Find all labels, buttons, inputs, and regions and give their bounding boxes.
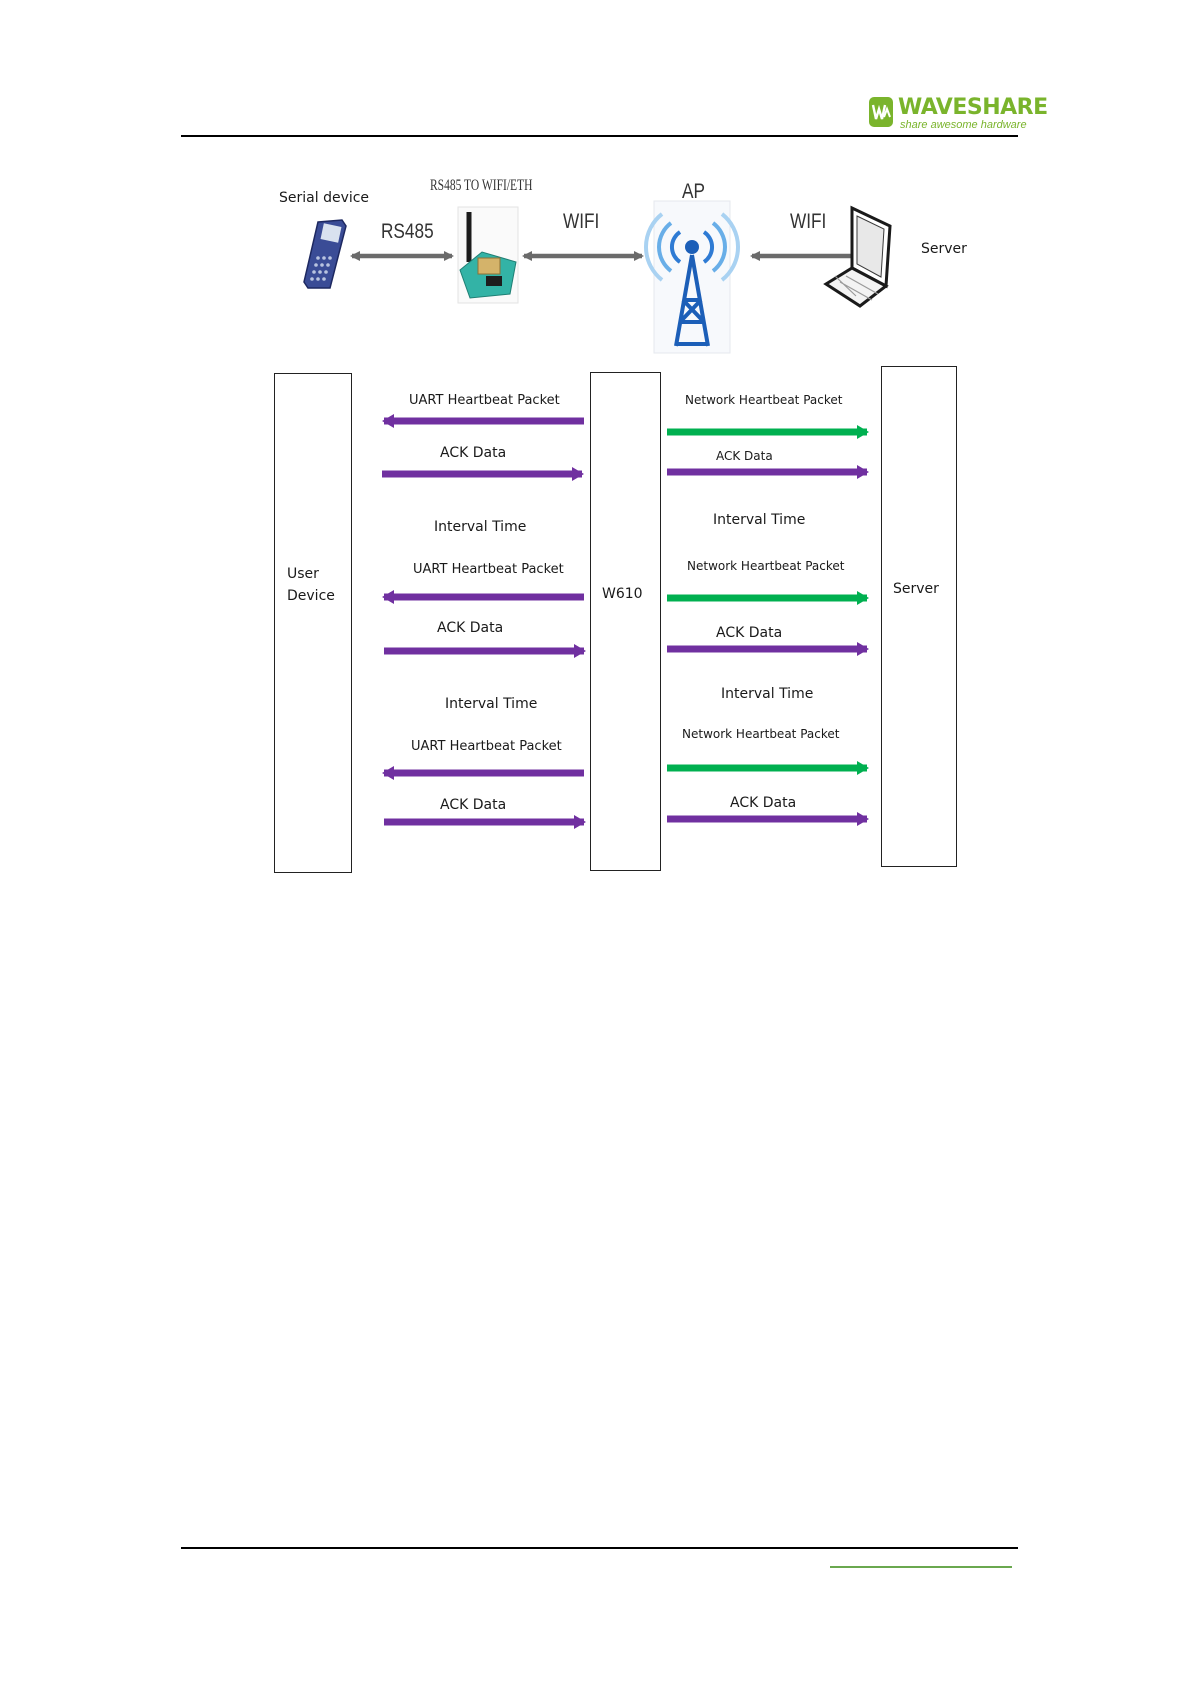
laptop-icon — [823, 205, 892, 308]
rs485-label: RS485 — [381, 220, 434, 243]
sequence-arrows — [382, 414, 869, 829]
ack-data-label-right-3: ACK Data — [730, 795, 797, 811]
header-rule — [181, 135, 1018, 137]
user-device-box: User Device — [274, 373, 352, 873]
server-box: Server — [881, 366, 957, 867]
uart-heartbeat-label-3: UART Heartbeat Packet — [411, 739, 562, 754]
interval-time-label-left-2: Interval Time — [445, 696, 538, 712]
wifi-label-left: WIFI — [563, 210, 600, 233]
serial-device-label: Serial device — [279, 190, 370, 206]
interval-time-label-right-1: Interval Time — [713, 512, 806, 528]
wifi-module-icon — [457, 206, 519, 304]
ack-data-label-right-2: ACK Data — [716, 625, 783, 641]
brand-tagline: share awesome hardware — [900, 119, 1027, 131]
w610-label: W610 — [602, 586, 643, 602]
interval-time-label-right-2: Interval Time — [721, 686, 814, 702]
ack-data-label-left-1: ACK Data — [440, 445, 507, 461]
waveshare-logo: WAVESHARE share awesome hardware — [868, 95, 1048, 135]
uart-heartbeat-label-1: UART Heartbeat Packet — [409, 393, 560, 408]
network-heartbeat-label-1: Network Heartbeat Packet — [685, 393, 843, 407]
footer-link-underline — [830, 1566, 1012, 1568]
server-label: Server — [921, 241, 967, 257]
interval-time-label-left-1: Interval Time — [434, 519, 527, 535]
uart-heartbeat-label-2: UART Heartbeat Packet — [413, 562, 564, 577]
w610-box: W610 — [590, 372, 661, 871]
antenna-tower-icon — [644, 200, 740, 354]
handheld-device-icon — [303, 219, 347, 289]
network-heartbeat-label-2: Network Heartbeat Packet — [687, 559, 845, 573]
waveshare-logo-icon — [869, 97, 893, 127]
topology-graphics — [303, 200, 892, 354]
ack-data-label-left-3: ACK Data — [440, 797, 507, 813]
user-device-label-line2: Device — [287, 588, 335, 604]
user-device-label-line1: User — [287, 566, 319, 582]
brand-name: WAVESHARE — [898, 95, 1048, 120]
ack-data-label-left-2: ACK Data — [437, 620, 504, 636]
ap-label: AP — [682, 180, 705, 203]
footer-rule — [181, 1547, 1018, 1549]
wifi-label-right: WIFI — [790, 210, 827, 233]
network-heartbeat-label-3: Network Heartbeat Packet — [682, 727, 840, 741]
server-box-label: Server — [893, 581, 939, 597]
converter-label: RS485 TO WIFI/ETH — [430, 177, 533, 194]
ack-data-label-right-1: ACK Data — [716, 449, 773, 463]
